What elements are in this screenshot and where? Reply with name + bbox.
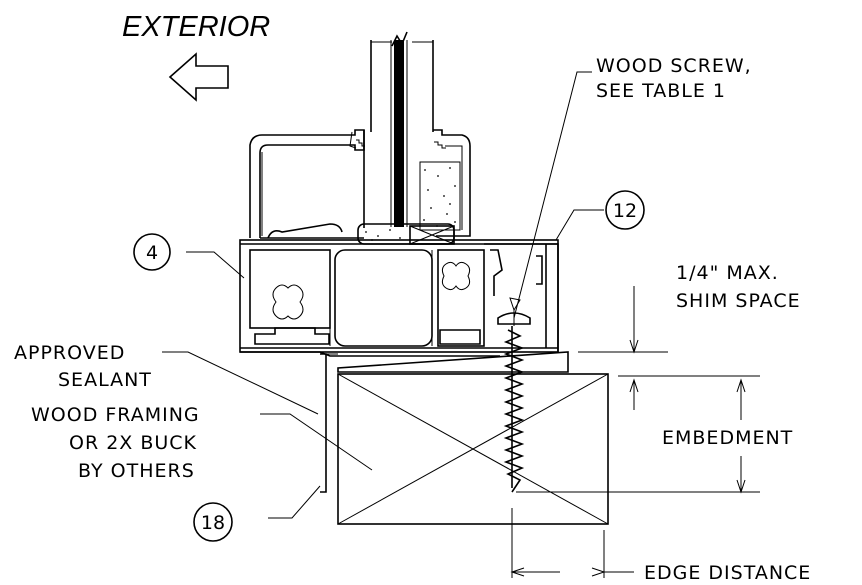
embedment-label: EMBEDMENT [662,427,793,449]
frame-extrusion [239,239,559,357]
anchor-clip [320,353,327,493]
sealant-label-2: SEALANT [58,369,152,391]
shim-space-dimension [578,286,760,410]
glass-unit [370,31,434,227]
framing-label-1: WOOD FRAMING [31,404,200,426]
shim-label-1: 1/4" MAX. [676,262,779,284]
svg-text:4: 4 [146,242,158,264]
svg-text:12: 12 [613,200,637,222]
wood-screw-label-1: WOOD SCREW, [596,55,752,77]
callout-4: 4 [133,233,171,271]
edge-distance-dimension [510,508,634,578]
shim [337,351,569,373]
svg-text:18: 18 [201,512,225,534]
wood-screw [497,310,531,493]
shim-label-2: SHIM SPACE [676,290,801,312]
wood-screw-label-2: SEE TABLE 1 [596,80,726,102]
framing-label-3: BY OTHERS [78,460,195,482]
sash-frame [249,129,365,239]
edge-distance-label: EDGE DISTANCE [644,562,811,584]
wood-buck [337,373,609,525]
setting-block [357,223,455,245]
leaders [162,71,604,519]
left-arrow-icon [168,52,229,102]
callout-12: 12 [605,190,645,230]
glazing-bead [419,129,471,237]
callout-18: 18 [193,502,233,542]
framing-label-2: OR 2X BUCK [69,432,197,454]
sealant-label-1: APPROVED [14,342,125,364]
embedment-dimension [516,378,760,494]
exterior-title: EXTERIOR [122,11,270,43]
